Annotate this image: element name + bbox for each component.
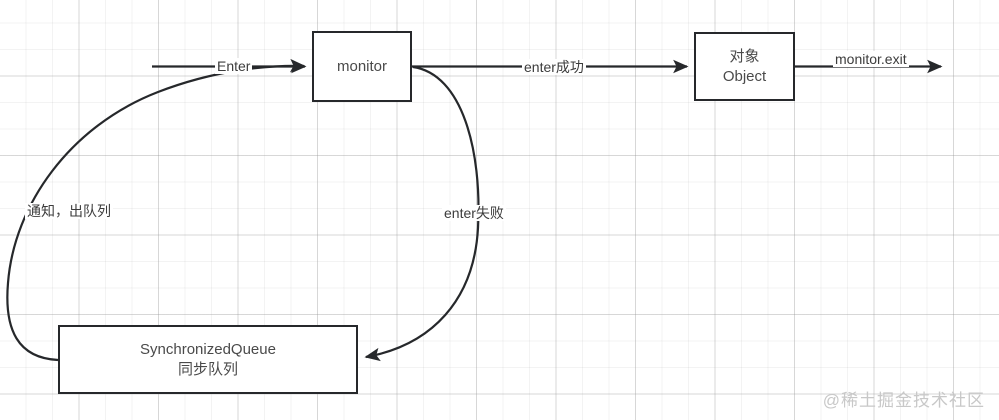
node-queue-label-en: SynchronizedQueue <box>140 340 276 358</box>
edge-label-enter: Enter <box>215 58 253 74</box>
edge-label-notify-dequeue: 通知，出队列 <box>25 203 113 219</box>
node-object-label-en: Object <box>722 67 767 85</box>
node-object-label-cn: 对象 <box>729 47 760 65</box>
node-queue-label-cn: 同步队列 <box>177 360 238 378</box>
node-monitor[interactable]: monitor <box>312 31 412 102</box>
edge-label-enter-success: enter成功 <box>522 59 586 75</box>
edge-enter-fail-path <box>364 65 480 362</box>
edge-label-enter-fail: enter失败 <box>442 205 506 221</box>
node-object[interactable]: 对象 Object <box>694 32 795 101</box>
node-synchronized-queue[interactable]: SynchronizedQueue 同步队列 <box>58 325 358 394</box>
watermark: @稀土掘金技术社区 <box>822 391 985 410</box>
edge-label-monitor-exit: monitor.exit <box>833 51 909 67</box>
node-monitor-label: monitor <box>336 57 388 75</box>
